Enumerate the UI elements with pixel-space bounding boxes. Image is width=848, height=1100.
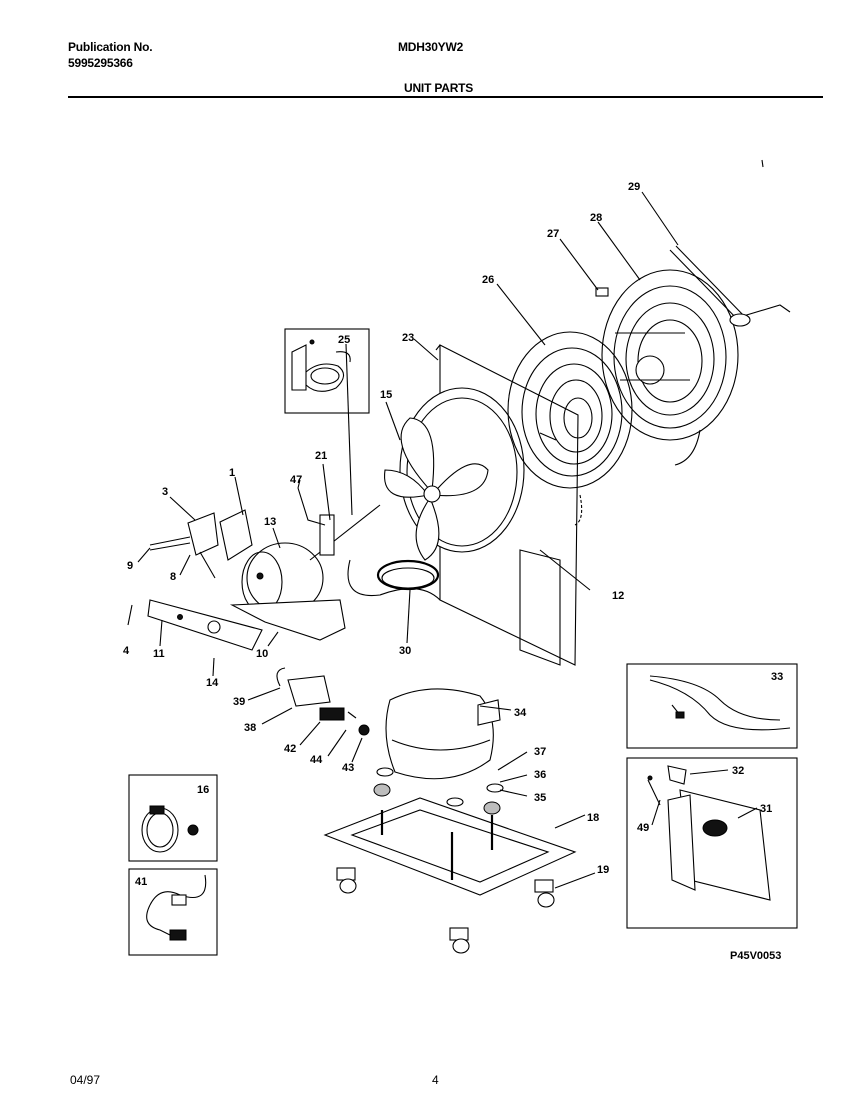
condenser-coil — [507, 331, 633, 526]
inset-box-33 — [626, 663, 798, 749]
thermostat — [297, 487, 335, 556]
inset-box-16 — [128, 774, 218, 862]
evaporator-coil — [601, 269, 739, 466]
callout-35: 35 — [534, 792, 546, 804]
callout-36: 36 — [534, 769, 546, 781]
clip-27 — [595, 287, 609, 297]
callout-11: 11 — [153, 648, 165, 660]
callout-39: 39 — [233, 696, 245, 708]
callout-21: 21 — [315, 450, 327, 462]
callout-labels: 1 3 4 8 9 10 11 12 13 14 15 16 18 19 21 … — [123, 181, 783, 962]
callout-47: 47 — [290, 474, 302, 486]
base-pan — [323, 797, 577, 896]
fan-blade — [383, 417, 489, 561]
callout-42: 42 — [284, 743, 296, 755]
callout-12: 12 — [612, 590, 624, 602]
callout-30: 30 — [399, 645, 411, 657]
drawing-code: P45V0053 — [730, 950, 781, 962]
callout-1: 1 — [229, 467, 235, 479]
callout-41: 41 — [135, 876, 147, 888]
callout-29: 29 — [628, 181, 640, 193]
control-switch — [149, 509, 253, 579]
header-rule — [68, 96, 823, 98]
callout-15: 15 — [380, 389, 392, 401]
callout-33: 33 — [771, 671, 783, 683]
callout-28: 28 — [590, 212, 602, 224]
publication-label: Publication No. — [68, 40, 153, 54]
motor-wiring — [347, 559, 441, 601]
callout-25: 25 — [338, 334, 350, 346]
publication-number: 5995295366 — [68, 56, 133, 70]
callout-26: 26 — [482, 274, 494, 286]
callout-23: 23 — [402, 332, 414, 344]
capillary-tube — [669, 245, 791, 327]
overload-protector — [276, 667, 370, 736]
callout-32: 32 — [732, 765, 744, 777]
callout-8: 8 — [170, 571, 176, 583]
stray-mark — [761, 159, 764, 168]
inset-box-tank — [626, 757, 798, 929]
inset-box-41 — [128, 868, 218, 956]
callout-19: 19 — [597, 864, 609, 876]
callout-10: 10 — [256, 648, 268, 660]
callout-13: 13 — [264, 516, 276, 528]
callout-4: 4 — [123, 645, 130, 657]
footer-date: 04/97 — [70, 1073, 101, 1087]
callout-38: 38 — [244, 722, 256, 734]
callout-34: 34 — [514, 707, 527, 719]
callout-43: 43 — [342, 762, 354, 774]
callout-49: 49 — [637, 822, 649, 834]
callout-18: 18 — [587, 812, 599, 824]
callout-16: 16 — [197, 784, 209, 796]
inset-box-25 — [284, 328, 370, 414]
model-number: MDH30YW2 — [398, 40, 464, 54]
section-title: UNIT PARTS — [404, 81, 474, 95]
callout-37: 37 — [534, 746, 546, 758]
callout-44: 44 — [310, 754, 323, 766]
casters — [336, 867, 555, 954]
callout-31: 31 — [760, 803, 772, 815]
leader-lines — [127, 191, 758, 889]
drain-coil — [376, 559, 440, 591]
motor-bracket — [229, 599, 346, 641]
page-number: 4 — [432, 1073, 439, 1087]
mounting-panel — [147, 599, 263, 651]
callout-9: 9 — [127, 560, 133, 572]
callout-27: 27 — [547, 228, 559, 240]
callout-3: 3 — [162, 486, 168, 498]
callout-14: 14 — [206, 677, 219, 689]
compressor — [385, 688, 501, 780]
